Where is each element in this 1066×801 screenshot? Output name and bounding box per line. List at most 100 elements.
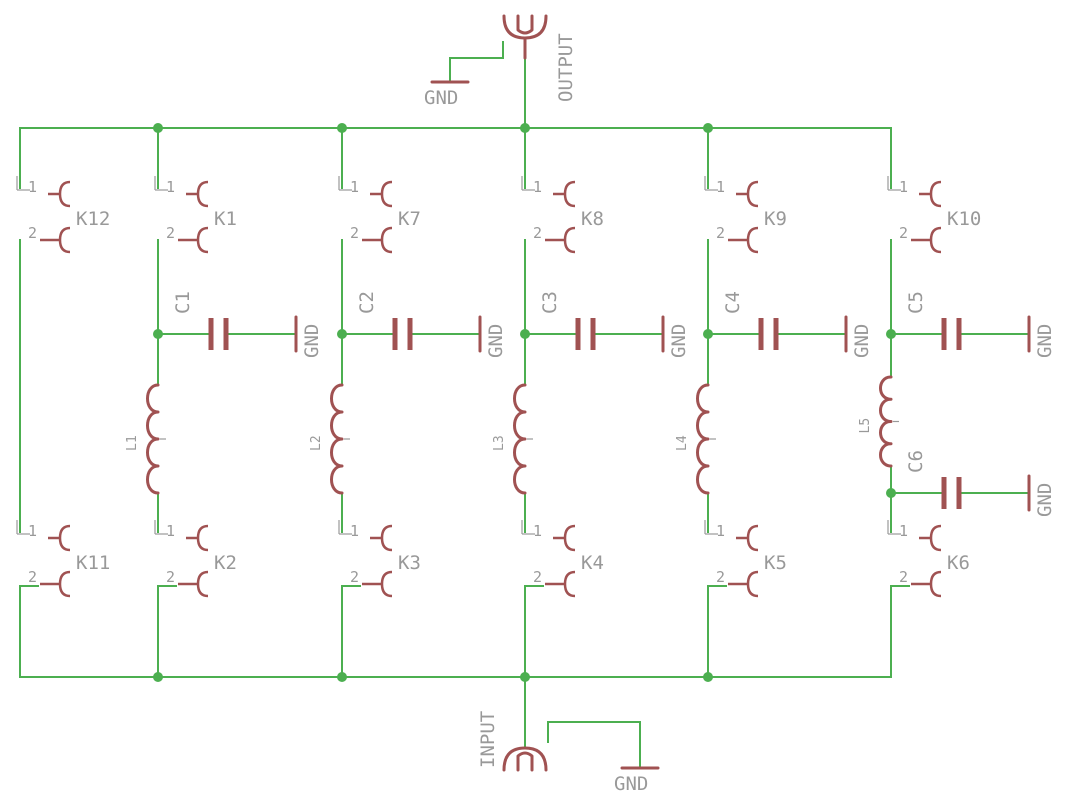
pin-number: 2	[533, 224, 542, 242]
junction-dot	[703, 123, 713, 133]
pin-number: 2	[899, 224, 908, 242]
relay-label: K11	[76, 552, 110, 574]
gnd-label: GND	[485, 324, 507, 358]
contact-icon	[40, 226, 71, 254]
junction-dot	[153, 672, 163, 682]
contact-icon	[736, 180, 759, 208]
relay-label: K7	[398, 208, 421, 230]
contact-icon	[736, 524, 759, 552]
contact-icon	[911, 570, 942, 598]
connector-icon	[502, 14, 548, 40]
inductor: L5	[858, 375, 899, 468]
inductor-icon	[513, 383, 527, 495]
contact-icon	[362, 570, 393, 598]
relay-label: K1	[214, 208, 237, 230]
pin-number: 2	[350, 568, 359, 586]
pin-number: 1	[350, 178, 359, 196]
output-label: OUTPUT	[555, 33, 577, 102]
pin-number: 1	[350, 522, 359, 540]
pin-number: 1	[28, 522, 37, 540]
relay-contact: 1 2 K10	[887, 176, 981, 254]
contact-icon	[362, 226, 393, 254]
wire-k5-bottom	[707, 585, 727, 678]
wire-k2-bottom	[157, 585, 177, 678]
wire-input-gnd	[547, 721, 641, 769]
junction-dot	[886, 329, 896, 339]
contact-icon	[553, 524, 576, 552]
contact-icon	[370, 180, 393, 208]
pin-number: 1	[716, 178, 725, 196]
capacitor-label: C5	[905, 291, 927, 314]
junction-dot	[520, 672, 530, 682]
pin-number: 2	[899, 568, 908, 586]
output-connector: OUTPUT	[502, 14, 577, 102]
gnd-label: GND	[1034, 483, 1056, 517]
gnd-label: GND	[614, 773, 648, 795]
relays: 12K1212K112K712K812K912K1012K1112K212K31…	[16, 176, 981, 598]
relay-label: K12	[76, 208, 110, 230]
contact-icon	[545, 570, 576, 598]
gnd-label: GND	[424, 87, 458, 109]
inductor-label: L5	[858, 418, 873, 434]
pin-number: 2	[166, 224, 175, 242]
relay-label: K10	[947, 208, 981, 230]
junction-dot	[520, 123, 530, 133]
contact-icon	[728, 570, 759, 598]
wire-k3-bottom	[341, 585, 361, 678]
contact-icon	[178, 226, 209, 254]
pin-number: 1	[899, 178, 908, 196]
contact-icon	[553, 180, 576, 208]
relay-label: K6	[947, 552, 970, 574]
contact-icon	[178, 570, 209, 598]
junction-dot	[703, 329, 713, 339]
gnd-label: GND	[851, 324, 873, 358]
contact-icon	[919, 180, 942, 208]
inductor-icon	[696, 383, 710, 495]
capacitor-label: C6	[905, 450, 927, 473]
contact-icon	[919, 524, 942, 552]
relay-label: K5	[764, 552, 787, 574]
junction-dot	[337, 672, 347, 682]
pin-number: 1	[166, 522, 175, 540]
inductor-label: L3	[492, 435, 507, 451]
pin-number: 1	[533, 522, 542, 540]
wire-k4-bottom	[524, 585, 544, 678]
contact-icon	[40, 570, 71, 598]
contact-icon	[48, 180, 71, 208]
connector-pin	[516, 14, 534, 35]
contact-icon	[48, 524, 71, 552]
pin-number: 2	[350, 224, 359, 242]
gnd-symbol-input: GND	[614, 766, 660, 795]
relay-contact: 1 2 K7	[338, 176, 421, 254]
contact-icon	[545, 226, 576, 254]
wire-output-gnd	[449, 41, 504, 83]
pin-number: 1	[533, 178, 542, 196]
contact-icon	[186, 180, 209, 208]
gnd-symbol-output: GND	[424, 80, 470, 109]
junction-dot	[520, 329, 530, 339]
inductor-icon	[879, 375, 893, 468]
junction-dot	[337, 329, 347, 339]
contact-icon	[370, 524, 393, 552]
connector-icon	[502, 746, 548, 772]
pin-number: 2	[166, 568, 175, 586]
inductor: L1	[125, 383, 166, 495]
wires	[19, 41, 1030, 769]
capacitor-label: C1	[172, 291, 194, 314]
pin-number: 1	[28, 178, 37, 196]
contact-icon	[728, 226, 759, 254]
capacitor-label: C4	[722, 291, 744, 314]
connector-pin	[516, 751, 534, 772]
